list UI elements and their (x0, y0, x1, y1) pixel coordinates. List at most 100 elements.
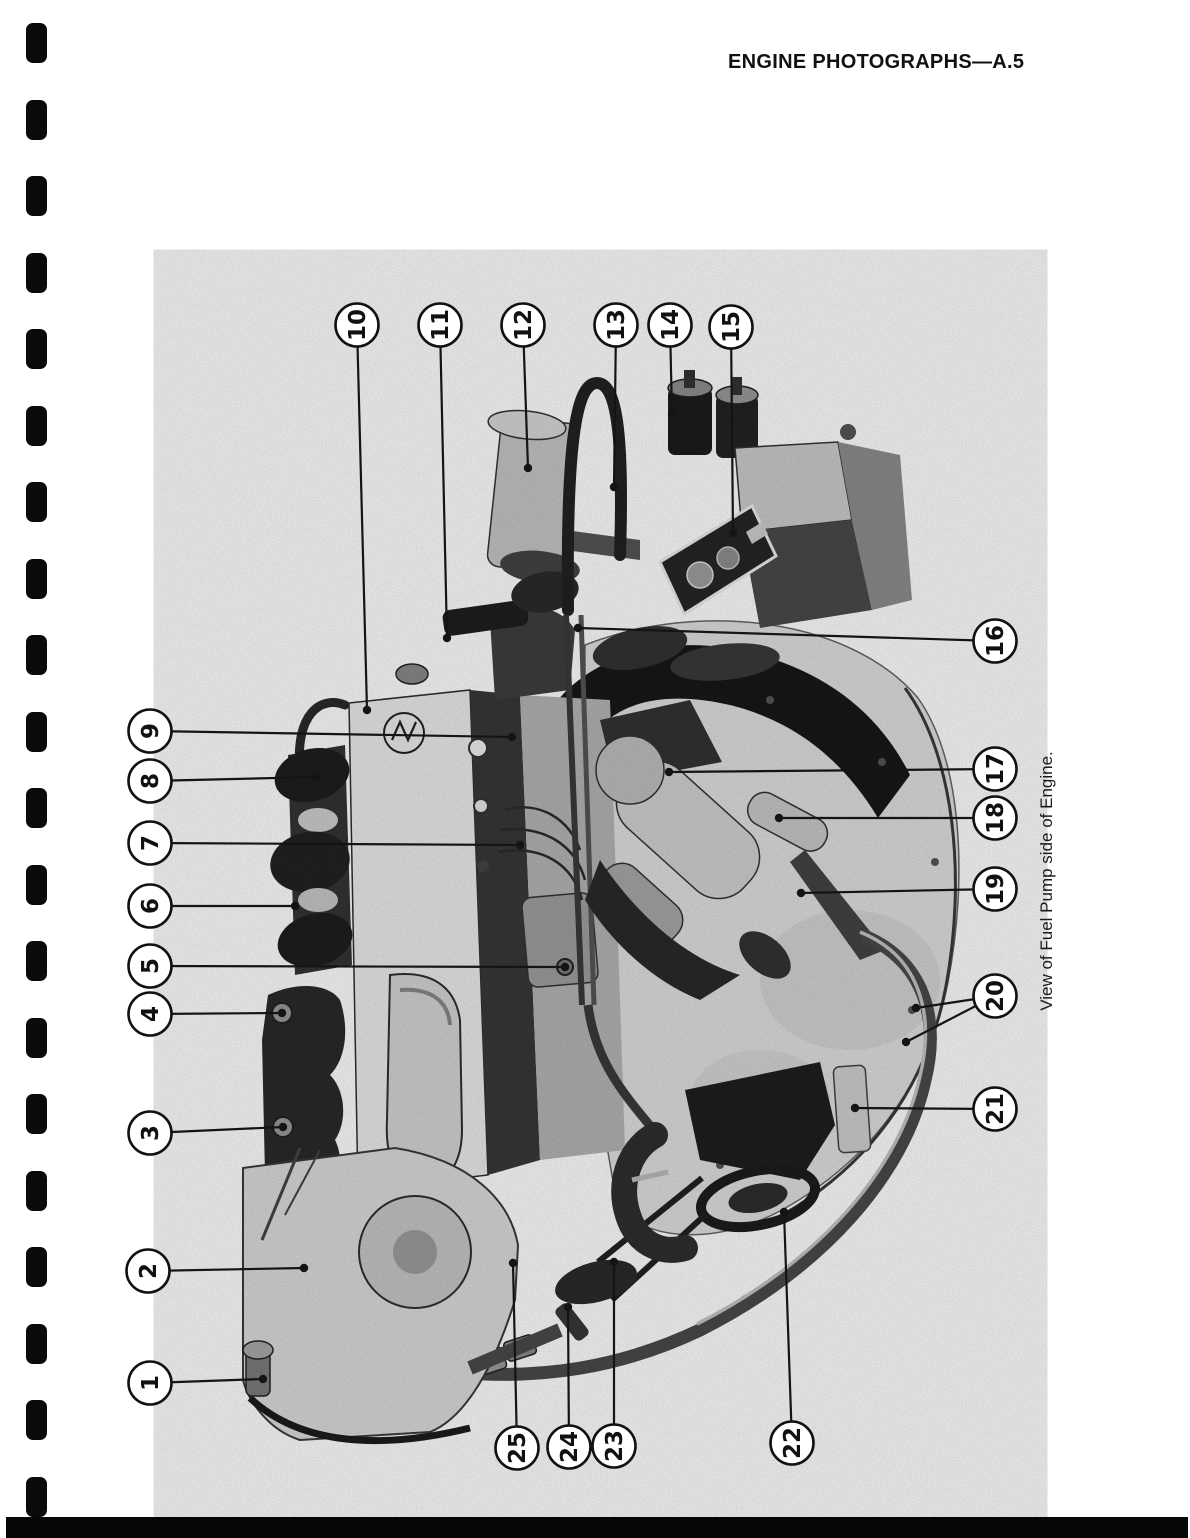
leader-dot-20 (901, 1037, 911, 1047)
leader-line-17 (668, 767, 996, 774)
leader-dot-6 (290, 901, 300, 911)
callout-3: 3 (127, 1110, 173, 1156)
callout-circle (972, 746, 1018, 792)
binder-hole (26, 1247, 47, 1287)
leader-dot-12 (523, 463, 533, 473)
page-bottom-bar (6, 1517, 1188, 1538)
callout-number: 12 (511, 309, 537, 341)
leader-dot-8 (312, 772, 322, 782)
leader-line-9 (149, 729, 513, 739)
callout-number: 2 (136, 1263, 162, 1279)
leader-lines (147, 324, 996, 1449)
callout-circle (127, 943, 173, 989)
callout-number: 4 (138, 1006, 164, 1022)
callout-circle (417, 302, 463, 348)
callout-22: 22 (769, 1420, 815, 1466)
binder-hole (26, 1477, 47, 1517)
callout-circle (647, 302, 693, 348)
callout-number: 3 (138, 1125, 164, 1141)
callout-number: 6 (138, 898, 164, 914)
leader-dot-2 (299, 1263, 309, 1273)
page-title: ENGINE PHOTOGRAPHS—A.5 (728, 51, 1025, 73)
leader-line-2 (147, 1266, 305, 1273)
binder-hole (26, 100, 47, 140)
callout-25: 25 (494, 1425, 540, 1471)
leader-line-13 (612, 324, 618, 488)
callout-16: 16 (972, 618, 1018, 664)
callout-circle (334, 302, 380, 348)
leader-line-24 (566, 1306, 571, 1448)
callout-circle (494, 1425, 540, 1471)
callout-14: 14 (647, 302, 693, 348)
binder-hole (26, 253, 47, 293)
callout-number: 19 (983, 873, 1009, 905)
binder-hole (26, 559, 47, 599)
callout-number: 8 (138, 773, 164, 789)
leader-line-25 (511, 1262, 519, 1449)
engine-photo (228, 360, 973, 1465)
callout-23: 23 (591, 1423, 637, 1469)
photo-grain (228, 360, 973, 1465)
callout-circle (127, 991, 173, 1037)
callout-number: 11 (428, 309, 454, 341)
leader-dot-16 (573, 623, 583, 633)
callout-number: 13 (604, 309, 630, 341)
callout-15: 15 (708, 304, 754, 350)
callout-13: 13 (593, 302, 639, 348)
binder-hole (26, 1094, 47, 1134)
callout-circle (972, 795, 1018, 841)
callout-7: 7 (127, 820, 173, 866)
callout-8: 8 (127, 758, 173, 804)
leader-line-22 (782, 1211, 794, 1444)
callout-12: 12 (500, 302, 546, 348)
callout-circle (972, 866, 1018, 912)
leader-line-19 (800, 887, 996, 895)
leader-dot-18 (774, 813, 784, 823)
leader-dot-15 (728, 528, 738, 538)
leader-dot-20 (911, 1003, 921, 1013)
callout-number: 1 (138, 1375, 164, 1391)
callout-number: 14 (658, 309, 684, 341)
callout-number: 18 (983, 802, 1009, 834)
leader-line-8 (149, 775, 318, 783)
binder-hole (26, 1018, 47, 1058)
leader-dot-3 (278, 1122, 288, 1132)
callout-circle (769, 1420, 815, 1466)
leader-dot-7 (515, 840, 525, 850)
binder-hole (26, 482, 47, 522)
callout-number: 10 (345, 309, 371, 341)
callout-circle (546, 1424, 592, 1470)
leader-line-15 (729, 326, 735, 534)
callout-number: 5 (138, 958, 164, 974)
callout-circle (125, 1248, 171, 1294)
binder-hole (26, 788, 47, 828)
callout-circle (127, 708, 173, 754)
leader-line-11 (438, 324, 449, 639)
binder-hole (26, 1171, 47, 1211)
callout-number: 25 (505, 1432, 531, 1464)
binder-hole (26, 941, 47, 981)
callout-5: 5 (127, 943, 173, 989)
leader-line-5 (149, 964, 566, 969)
leader-dot-24 (563, 1302, 573, 1312)
callout-circle (127, 883, 173, 929)
figure-caption: View of Fuel Pump side of Engine. (1037, 751, 1056, 1011)
leader-dot-17 (664, 767, 674, 777)
callout-21: 21 (972, 1086, 1018, 1132)
leader-line-7 (149, 841, 521, 847)
callout-19: 19 (972, 866, 1018, 912)
leader-dot-10 (362, 705, 372, 715)
callout-circle (708, 304, 754, 350)
callout-number: 21 (983, 1093, 1009, 1125)
callout-9: 9 (127, 708, 173, 754)
callout-number: 24 (557, 1431, 583, 1463)
callout-24: 24 (546, 1424, 592, 1470)
leader-dot-14 (667, 410, 677, 420)
callout-circle (972, 973, 1018, 1019)
leader-dot-19 (796, 888, 806, 898)
binder-hole (26, 176, 47, 216)
binder-hole (26, 865, 47, 905)
binder-hole (26, 1324, 47, 1364)
